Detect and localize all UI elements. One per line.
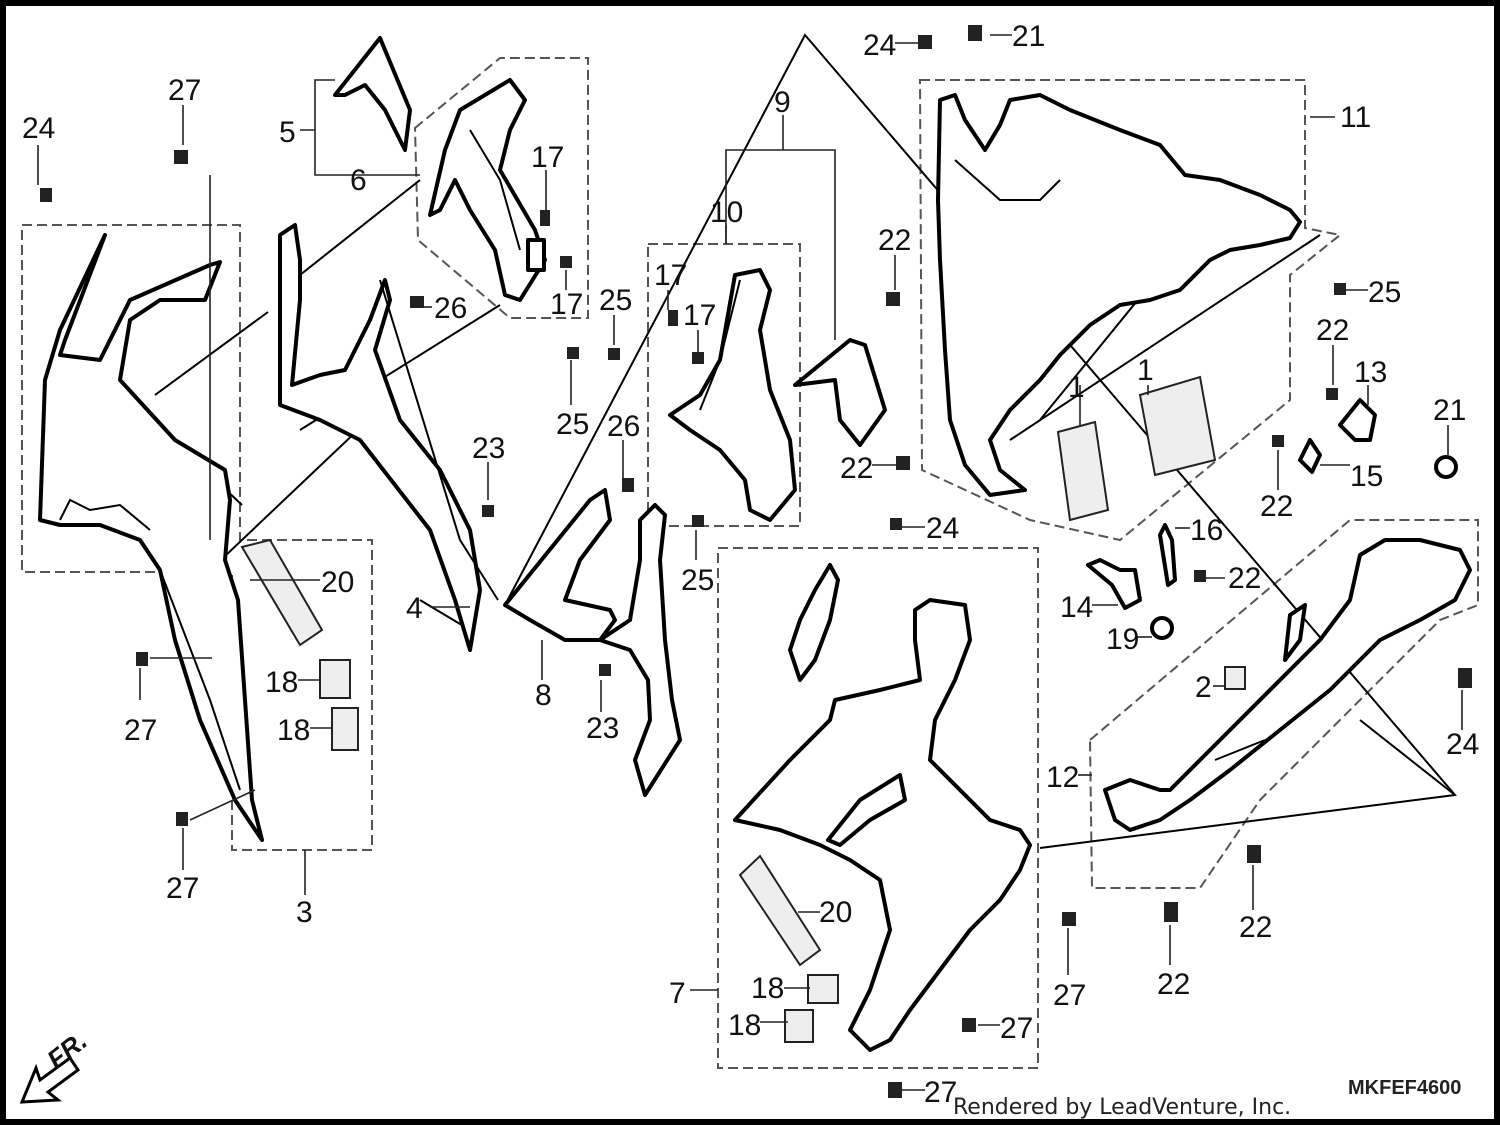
callout-23: 23 — [586, 712, 619, 745]
part-13-bracket — [1338, 398, 1377, 442]
callout-22: 22 — [1228, 562, 1261, 595]
callout-18: 18 — [728, 1009, 761, 1042]
part-15-clip — [1298, 438, 1322, 474]
part-callouts: 1 1 2 3 4 5 6 7 8 9 10 11 12 13 14 15 16… — [22, 20, 1479, 1109]
group-boxes — [21, 57, 1479, 1069]
callout-22: 22 — [1260, 490, 1293, 523]
callout-4: 4 — [406, 592, 423, 625]
part-14-bracket — [1086, 558, 1142, 610]
leader-lines — [37, 34, 1463, 1091]
callout-3: 3 — [296, 896, 313, 929]
callout-11: 11 — [1340, 101, 1371, 134]
callout-13: 13 — [1354, 356, 1387, 389]
callout-22: 22 — [840, 452, 873, 485]
callout-24: 24 — [1446, 728, 1479, 761]
callout-5: 5 — [279, 116, 296, 149]
callout-24: 24 — [22, 112, 55, 145]
group-box-12 — [1088, 519, 1479, 889]
callout-23: 23 — [472, 432, 505, 465]
callout-8: 8 — [535, 679, 552, 712]
fasteners — [40, 25, 1472, 1098]
part-3-side-cowl — [38, 233, 264, 842]
callout-25: 25 — [556, 408, 589, 441]
part-18-pad — [319, 659, 351, 699]
part-19-grommet — [1150, 616, 1174, 640]
part-21-bolt — [1434, 455, 1458, 479]
callout-18: 18 — [265, 666, 298, 699]
callout-27: 27 — [124, 714, 157, 747]
callout-27: 27 — [924, 1076, 957, 1109]
part-11-upper-cowl — [936, 93, 1302, 522]
part-9-bracket — [793, 338, 887, 447]
part-2-clip — [1224, 666, 1246, 690]
front-direction-arrow: FR. — [19, 1025, 93, 1104]
group-box-6 — [413, 57, 589, 319]
callout-20: 20 — [321, 566, 354, 599]
callout-27: 27 — [168, 74, 201, 107]
callout-2: 2 — [1195, 671, 1212, 704]
callout-25: 25 — [599, 284, 632, 317]
part-18-pad — [331, 707, 359, 751]
callout-24: 24 — [926, 512, 959, 545]
arrow-icon — [19, 1055, 81, 1104]
part-7-lower-cowl — [733, 563, 1032, 1052]
callout-18: 18 — [751, 972, 784, 1005]
callout-12: 12 — [1046, 761, 1079, 794]
callout-26: 26 — [607, 410, 640, 443]
callout-17: 17 — [654, 259, 687, 292]
diagram-code: MKFEF4600 — [1348, 1077, 1461, 1099]
callout-15: 15 — [1350, 460, 1383, 493]
callout-27: 27 — [1000, 1012, 1033, 1045]
part-18-pad — [807, 974, 839, 1004]
group-box-11 — [918, 79, 1343, 542]
callout-26: 26 — [434, 292, 467, 325]
callout-6: 6 — [350, 164, 367, 197]
callout-17: 17 — [550, 288, 583, 321]
part-6-inner-panel — [428, 78, 547, 302]
callout-27: 27 — [1053, 979, 1086, 1012]
callout-16: 16 — [1190, 514, 1223, 547]
callout-22: 22 — [1316, 314, 1349, 347]
callout-22: 22 — [878, 224, 911, 257]
callout-7: 7 — [669, 977, 686, 1010]
callout-25: 25 — [681, 564, 714, 597]
part-4-middle-cowl — [278, 223, 499, 652]
callout-17: 17 — [531, 141, 564, 174]
callout-24: 24 — [863, 29, 896, 62]
small-parts — [240, 398, 1458, 1043]
credit-text: Rendered by LeadVenture, Inc. — [953, 1095, 1291, 1120]
part-8-inner-cover — [503, 488, 682, 797]
callout-22: 22 — [1157, 968, 1190, 1001]
front-label: FR. — [41, 1025, 92, 1074]
part-12-under-cowl — [1103, 538, 1472, 832]
part-10-inner-panel — [668, 268, 797, 522]
group-box-3 — [21, 224, 373, 851]
callout-1: 1 — [1137, 354, 1154, 387]
callout-1: 1 — [1068, 371, 1085, 404]
callout-27: 27 — [166, 872, 199, 905]
callout-17: 17 — [683, 299, 716, 332]
callout-21: 21 — [1012, 20, 1045, 53]
part-5-sticker — [333, 36, 412, 152]
group-box-7 — [717, 547, 1039, 1069]
callout-21: 21 — [1433, 394, 1466, 427]
callout-22: 22 — [1239, 911, 1272, 944]
part-20-strip — [240, 538, 324, 647]
part-18-pad — [784, 1009, 814, 1043]
callout-9: 9 — [774, 86, 791, 119]
callout-14: 14 — [1060, 591, 1093, 624]
callout-19: 19 — [1106, 623, 1139, 656]
callout-10: 10 — [710, 196, 743, 229]
part-20-strip — [738, 854, 822, 967]
callout-25: 25 — [1368, 276, 1401, 309]
callout-18: 18 — [277, 714, 310, 747]
callout-20: 20 — [819, 896, 852, 929]
part-16-clip — [1158, 523, 1177, 587]
